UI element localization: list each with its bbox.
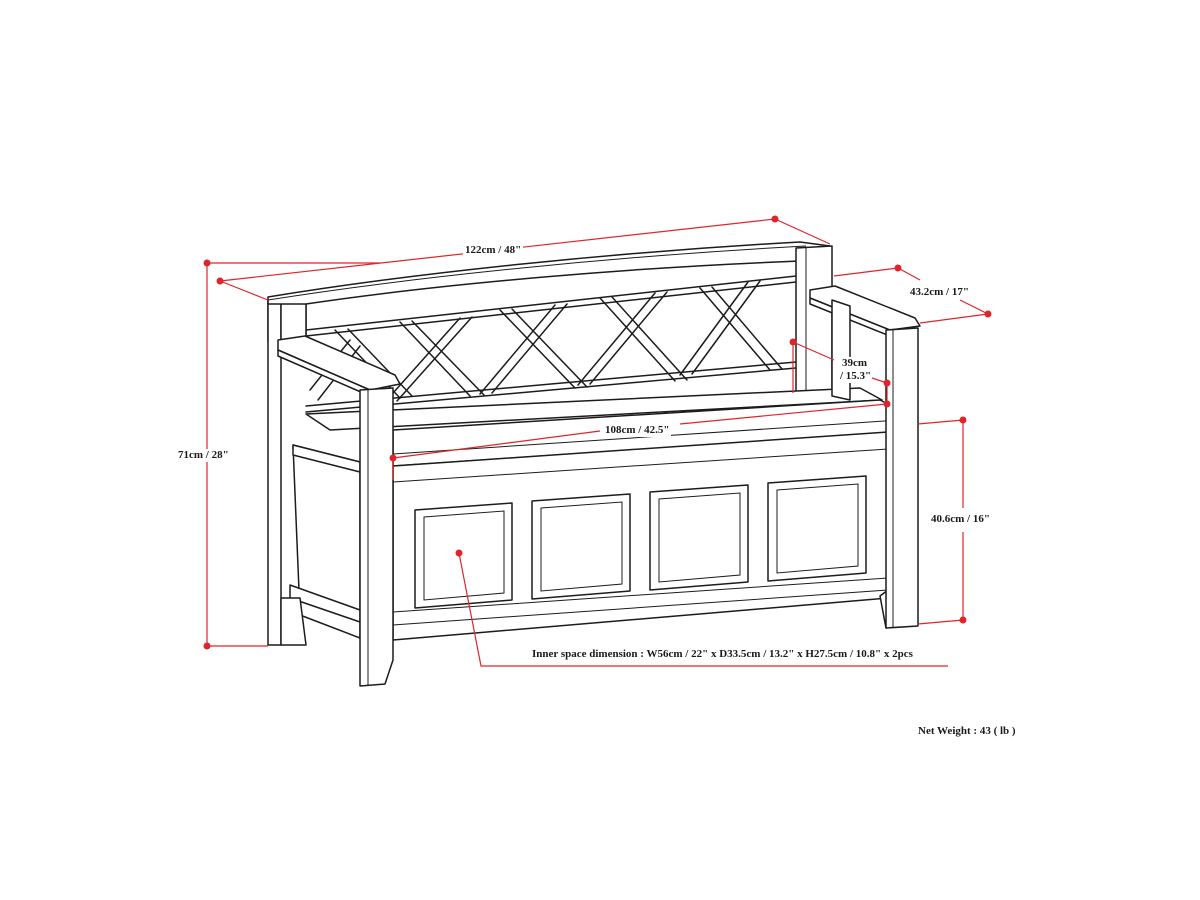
dim-back-height (789, 338, 891, 408)
dim-seat-width (389, 403, 888, 480)
label-back-height-1: 39cm (842, 357, 868, 370)
label-overall-depth: 43.2cm / 17" (908, 286, 971, 299)
dim-seat-height (917, 416, 967, 625)
label-seat-height: 40.6cm / 16" (929, 513, 992, 526)
front-panel-4 (767, 475, 867, 582)
left-side-panel (280, 444, 361, 646)
dimension-lines (203, 215, 992, 667)
dim-inner-space-leader (455, 549, 948, 667)
right-back-post (795, 245, 833, 397)
front-panel-1 (414, 502, 513, 609)
backrest-lattice (305, 275, 797, 413)
left-armrest (277, 335, 401, 687)
label-overall-width: 122cm / 48" (463, 244, 524, 257)
label-net-weight: Net Weight : 43 ( lb ) (916, 725, 1018, 738)
front-panels (414, 475, 867, 609)
seat-back-ledge (305, 387, 883, 431)
backrest-top-rail (267, 241, 831, 305)
label-back-height-2: / 15.3" (840, 370, 872, 383)
front-panel-2 (531, 493, 631, 600)
label-inner-space: Inner space dimension : W56cm / 22" x D3… (530, 648, 915, 661)
right-armrest (809, 285, 921, 629)
label-seat-width: 108cm / 42.5" (603, 424, 672, 437)
label-overall-height: 71cm / 28" (176, 449, 231, 462)
front-panel-3 (649, 484, 749, 591)
dim-overall-depth (833, 264, 992, 324)
